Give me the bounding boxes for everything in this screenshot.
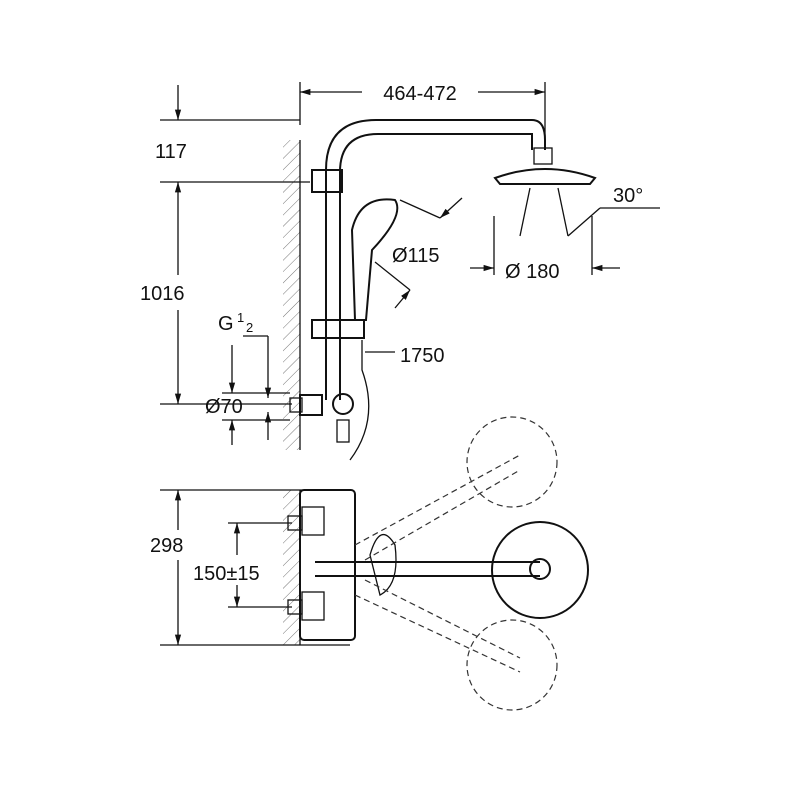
plan-view: 298 150±15: [150, 416, 589, 711]
mixer-height-label: 298: [150, 535, 183, 557]
wall-hatch-side: [283, 140, 300, 450]
handshower-diameter-label: Ø115: [392, 245, 439, 267]
arm-length-dimension: 464-472: [299, 82, 546, 140]
connection-dimensions: G 1 2 Ø70: [205, 310, 290, 445]
thread-g-label: G: [218, 313, 234, 335]
centres-label: 150±15: [193, 563, 260, 585]
arm-length-label: 464-472: [383, 83, 456, 105]
escutcheon-label: Ø70: [205, 396, 243, 418]
angle-label: 30°: [613, 185, 643, 207]
height-dimensions: 117 1016: [140, 85, 310, 405]
head-shower: [493, 168, 597, 185]
thread-denominator: 2: [246, 320, 253, 335]
height-label: 1016: [140, 283, 185, 305]
top-offset-label: 117: [155, 141, 187, 163]
shower-column: 30° Ø 180 Ø115 1750: [289, 119, 660, 461]
thread-numerator: 1: [237, 310, 244, 325]
hand-shower: [350, 198, 399, 321]
head-diameter-label: Ø 180: [505, 261, 559, 283]
hose-length-label: 1750: [400, 345, 445, 367]
